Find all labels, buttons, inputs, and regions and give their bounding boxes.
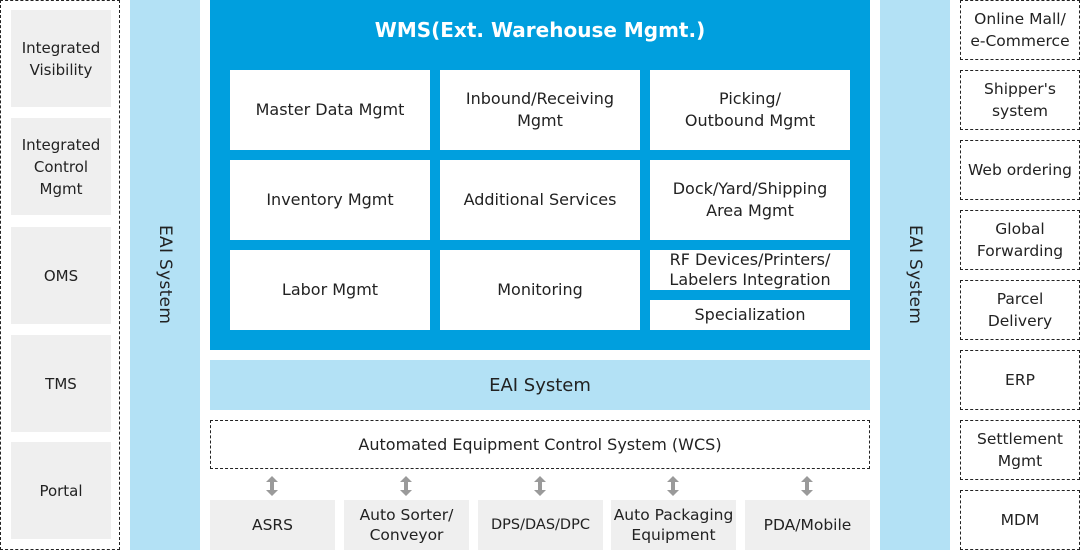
eai-system-left-bar: EAI System <box>130 0 200 550</box>
wcs-block: Automated Equipment Control System (WCS) <box>210 420 870 469</box>
box-label: Settlement Mgmt <box>977 430 1063 470</box>
bidirectional-arrow-icon <box>534 476 546 496</box>
eai-bottom-label: EAI System <box>489 374 591 396</box>
equipment-asrs: ASRS <box>210 500 335 550</box>
module-label: Monitoring <box>497 280 583 299</box>
online-mall-ecommerce-box: Online Mall/ e-Commerce <box>960 0 1080 60</box>
eai-right-label: EAI System <box>905 225 925 325</box>
eai-system-right-bar: EAI System <box>880 0 950 550</box>
mdm-box: MDM <box>960 490 1080 550</box>
integrated-control-mgmt-box: Integrated Control Mgmt <box>11 118 111 215</box>
module-label: Additional Services <box>463 190 617 209</box>
equipment-pda-mobile: PDA/Mobile <box>745 500 870 550</box>
module-specialization: Specialization <box>650 300 850 330</box>
box-label: OMS <box>43 266 79 285</box>
eai-system-bottom-bar: EAI System <box>210 360 870 410</box>
portal-box: Portal <box>11 442 111 539</box>
equipment-label: Auto Sorter/ Conveyor <box>359 506 454 544</box>
equipment-dps-das-dpc: DPS/DAS/DPC <box>478 500 603 550</box>
bidirectional-arrow-icon <box>400 476 412 496</box>
module-label: Labor Mgmt <box>281 280 379 299</box>
global-forwarding-box: Global Forwarding <box>960 210 1080 270</box>
module-labor-mgmt: Labor Mgmt <box>230 250 430 330</box>
wcs-label: Automated Equipment Control System (WCS) <box>358 435 722 454</box>
module-label: Dock/Yard/Shipping Area Mgmt <box>672 179 828 220</box>
oms-box: OMS <box>11 227 111 324</box>
box-label: Web ordering <box>967 161 1073 179</box>
bidirectional-arrow-icon <box>667 476 679 496</box>
eai-left-label: EAI System <box>155 225 175 325</box>
module-label: Picking/ Outbound Mgmt <box>684 89 816 130</box>
box-label: MDM <box>1000 511 1040 529</box>
parcel-delivery-box: Parcel Delivery <box>960 280 1080 340</box>
module-additional-services: Additional Services <box>440 160 640 240</box>
wms-title: WMS(Ext. Warehouse Mgmt.) <box>374 18 706 42</box>
module-master-data-mgmt: Master Data Mgmt <box>230 70 430 150</box>
equipment-label: DPS/DAS/DPC <box>491 517 590 533</box>
module-inbound-receiving-mgmt: Inbound/Receiving Mgmt <box>440 70 640 150</box>
equipment-label: Auto Packaging Equipment <box>613 506 734 544</box>
module-inventory-mgmt: Inventory Mgmt <box>230 160 430 240</box>
module-label: Master Data Mgmt <box>255 100 405 119</box>
module-picking-outbound-mgmt: Picking/ Outbound Mgmt <box>650 70 850 150</box>
module-monitoring: Monitoring <box>440 250 640 330</box>
box-label: ERP <box>1005 371 1035 389</box>
web-ordering-box: Web ordering <box>960 140 1080 200</box>
box-label: Integrated Control Mgmt <box>21 135 101 198</box>
equipment-label: ASRS <box>251 516 294 534</box>
bidirectional-arrow-icon <box>801 476 813 496</box>
equipment-auto-packaging: Auto Packaging Equipment <box>611 500 736 550</box>
module-dock-yard-shipping-mgmt: Dock/Yard/Shipping Area Mgmt <box>650 160 850 240</box>
wms-block: WMS(Ext. Warehouse Mgmt.) Master Data Mg… <box>210 0 870 350</box>
box-label: Online Mall/ e-Commerce <box>970 10 1070 50</box>
equipment-label: PDA/Mobile <box>763 516 852 534</box>
tms-box: TMS <box>11 335 111 432</box>
settlement-mgmt-box: Settlement Mgmt <box>960 420 1080 480</box>
internal-systems-group: Integrated Visibility Integrated Control… <box>0 0 120 550</box>
erp-box: ERP <box>960 350 1080 410</box>
shippers-system-box: Shipper's system <box>960 70 1080 130</box>
box-label: Integrated Visibility <box>21 38 101 79</box>
box-label: Parcel Delivery <box>987 290 1053 330</box>
box-label: Global Forwarding <box>976 220 1064 260</box>
box-label: Shipper's system <box>984 80 1056 120</box>
module-label: Inventory Mgmt <box>266 190 394 209</box>
integrated-visibility-box: Integrated Visibility <box>11 10 111 107</box>
module-label: RF Devices/Printers/ Labelers Integratio… <box>669 250 831 289</box>
equipment-auto-sorter-conveyor: Auto Sorter/ Conveyor <box>344 500 469 550</box>
module-label: Specialization <box>694 305 806 324</box>
box-label: TMS <box>45 374 77 393</box>
module-label: Inbound/Receiving Mgmt <box>465 89 615 130</box>
module-rf-devices-integration: RF Devices/Printers/ Labelers Integratio… <box>650 250 850 290</box>
box-label: Portal <box>39 481 83 500</box>
bidirectional-arrow-icon <box>266 476 278 496</box>
